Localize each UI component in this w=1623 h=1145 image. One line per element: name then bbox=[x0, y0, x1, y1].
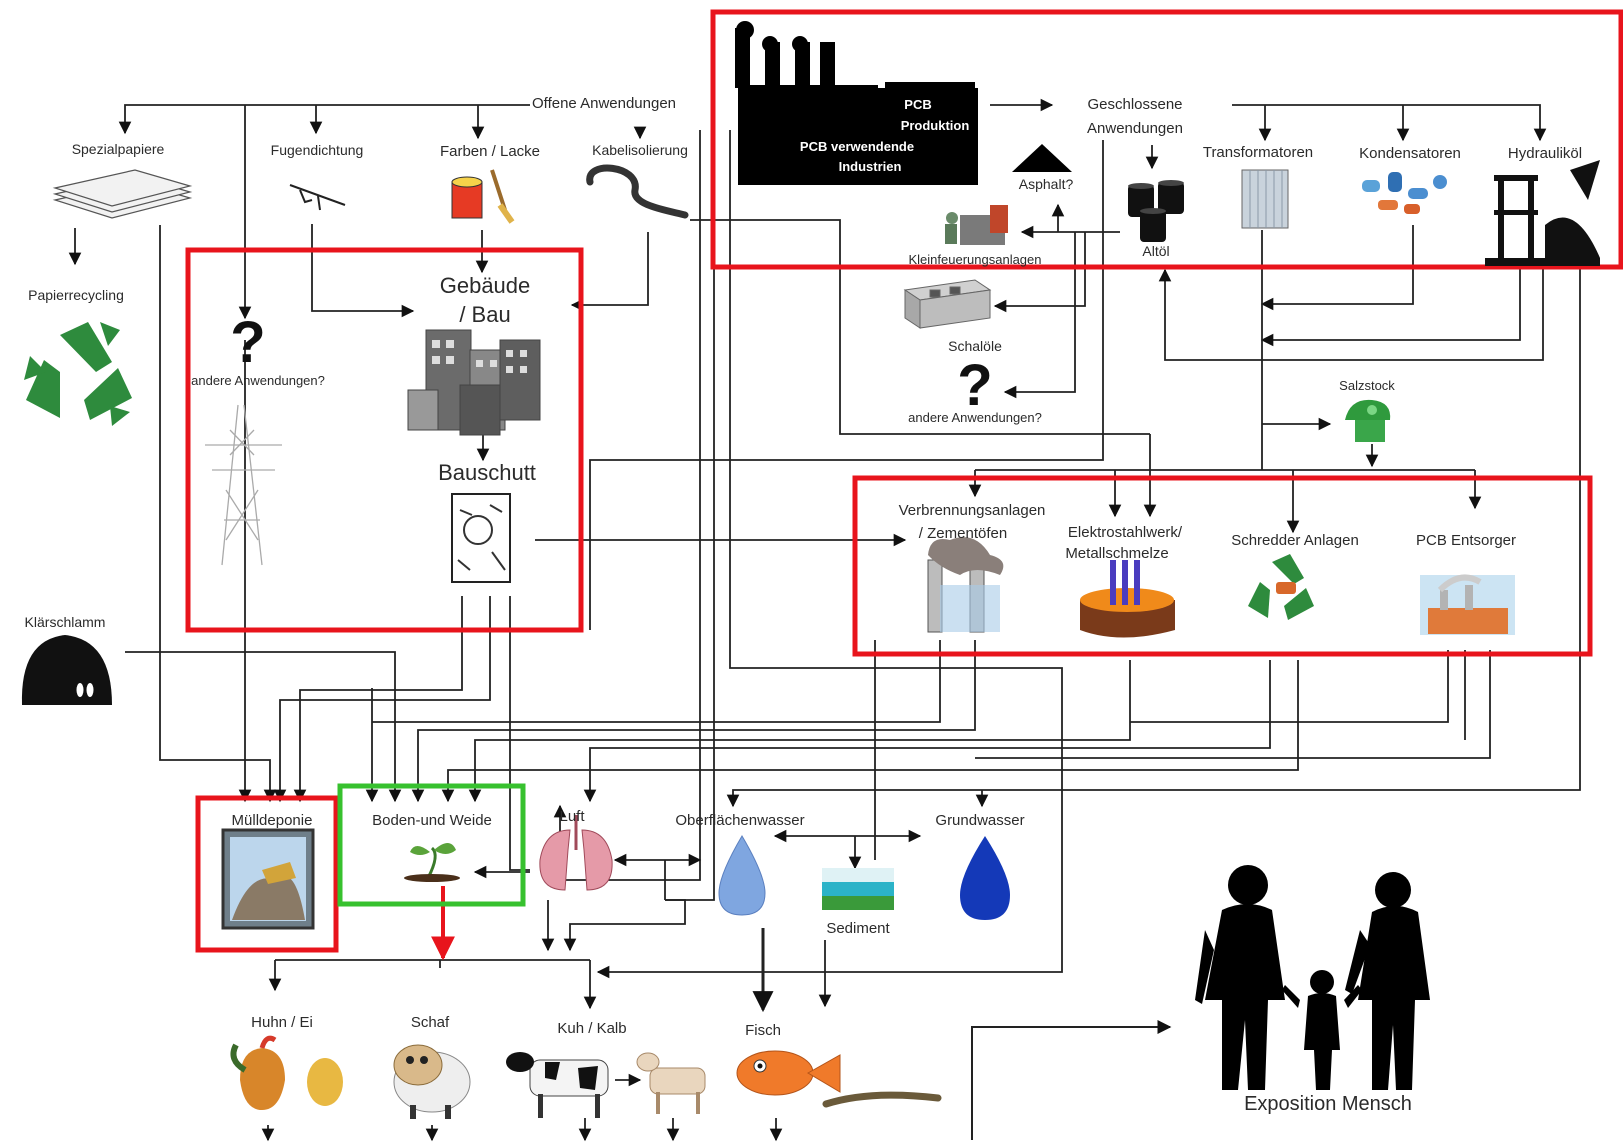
hydraulic-tower-icon bbox=[1485, 160, 1600, 266]
label-klaerschlamm: Klärschlamm bbox=[24, 614, 106, 630]
highlight-box-building bbox=[185, 247, 584, 633]
fish-eel-icon bbox=[736, 1050, 942, 1108]
label-huhn-ei: Huhn / Ei bbox=[251, 1014, 313, 1031]
label-offene-anwendungen: Offene Anwendungen bbox=[532, 95, 677, 112]
paper-stack-icon bbox=[52, 169, 193, 219]
formwork-block-icon bbox=[903, 279, 992, 329]
label-factory-pcb: PCB bbox=[904, 97, 932, 112]
label-muelldeponie: Mülldeponie bbox=[231, 812, 313, 829]
sludge-pile-icon bbox=[21, 635, 112, 705]
label-salzstock: Salzstock bbox=[1339, 378, 1395, 393]
label-schaf: Schaf bbox=[410, 1014, 450, 1031]
label-grundwasser: Grundwasser bbox=[935, 812, 1025, 829]
chicken-egg-icon bbox=[230, 1035, 343, 1110]
label-papierrecycling: Papierrecycling bbox=[28, 287, 124, 303]
highlight-box-soil bbox=[337, 783, 526, 907]
label-sediment: Sediment bbox=[826, 920, 890, 937]
label-schaloele: Schalöle bbox=[948, 338, 1002, 354]
label-altoel: Altöl bbox=[1142, 243, 1170, 259]
label-boden-und-weide: Boden-und Weide bbox=[372, 812, 492, 829]
power-pylon-icon bbox=[205, 404, 282, 566]
landfill-icon bbox=[221, 828, 315, 930]
incinerator-icon bbox=[927, 537, 1004, 633]
label-pcb-entsorger: PCB Entsorger bbox=[1415, 532, 1517, 549]
label-kleinfeuerungsanlagen: Kleinfeuerungsanlagen bbox=[908, 252, 1042, 267]
cable-icon bbox=[586, 164, 689, 219]
label-factory-verwendende: PCB verwendende bbox=[799, 139, 915, 154]
highlight-box-landfill bbox=[195, 795, 339, 953]
recycle-icon bbox=[24, 322, 132, 426]
steelworks-furnace-icon bbox=[1080, 560, 1175, 638]
label-luft: Luft bbox=[559, 808, 585, 825]
sediment-icon bbox=[822, 868, 894, 910]
label-elektrostahlwerk: Elektrostahlwerk/ bbox=[1067, 524, 1183, 541]
label-schredder-anlagen: Schredder Anlagen bbox=[1231, 532, 1359, 549]
transformer-icon bbox=[1241, 169, 1289, 229]
sealant-gun-icon bbox=[289, 184, 346, 211]
shredder-recycle-icon bbox=[1248, 554, 1314, 620]
capacitors-icon bbox=[1362, 172, 1447, 214]
groundwater-drop-icon bbox=[960, 836, 1010, 920]
surface-water-drop-icon bbox=[718, 835, 766, 916]
family-silhouette-icon bbox=[1195, 865, 1430, 1090]
label-bau: / Bau bbox=[459, 302, 511, 327]
waste-facility-icon bbox=[1420, 574, 1515, 635]
label-bauschutt: Bauschutt bbox=[438, 460, 536, 485]
label-verbrennungsanlagen: Verbrennungsanlagen bbox=[898, 502, 1046, 519]
label-spezialpapiere: Spezialpapiere bbox=[71, 141, 165, 157]
connection-lines bbox=[68, 98, 1581, 1142]
label-zementoefen: / Zementöfen bbox=[918, 525, 1008, 542]
label-geschlossene-1: Geschlossene bbox=[1087, 96, 1183, 113]
asphalt-icon bbox=[1012, 144, 1072, 172]
label-farben-lacke: Farben / Lacke bbox=[439, 143, 541, 160]
buildings-icon bbox=[407, 329, 541, 436]
label-andere-anwendungen-left: andere Anwendungen? bbox=[191, 373, 325, 388]
paint-can-icon bbox=[451, 169, 515, 224]
furnace-icon bbox=[945, 205, 1008, 245]
sprout-icon bbox=[404, 843, 460, 882]
lungs-icon bbox=[539, 815, 613, 891]
cow-calf-icon bbox=[506, 1052, 706, 1118]
label-fisch: Fisch bbox=[745, 1022, 781, 1039]
question-mark-mid-icon: ? bbox=[957, 353, 992, 418]
salt-dome-icon bbox=[1345, 399, 1391, 442]
label-oberflaechenwasser: Oberflächenwasser bbox=[675, 812, 805, 829]
label-exposition-mensch: Exposition Mensch bbox=[1244, 1093, 1412, 1115]
label-fugendichtung: Fugendichtung bbox=[270, 142, 364, 158]
label-andere-anwendungen-mid: andere Anwendungen? bbox=[908, 410, 1042, 425]
label-kuh-kalb: Kuh / Kalb bbox=[557, 1020, 627, 1037]
label-kabelisolierung: Kabelisolierung bbox=[592, 142, 688, 158]
label-asphalt: Asphalt? bbox=[1018, 176, 1074, 192]
oil-barrels-icon bbox=[1128, 180, 1184, 242]
label-hydraulikoel: Hydrauliköl bbox=[1507, 145, 1583, 162]
sheep-icon bbox=[393, 1044, 471, 1119]
rubble-icon bbox=[451, 493, 511, 583]
label-transformatoren: Transformatoren bbox=[1202, 144, 1314, 161]
label-factory-industrien: Industrien bbox=[838, 159, 902, 174]
label-gebaeude: Gebäude bbox=[439, 273, 531, 298]
highlight-box-production bbox=[710, 9, 1623, 270]
label-kondensatoren: Kondensatoren bbox=[1359, 145, 1461, 162]
question-mark-left-icon: ? bbox=[230, 310, 265, 375]
factory-icon bbox=[735, 21, 978, 185]
label-factory-produktion: Produktion bbox=[900, 118, 970, 133]
highlight-box-disposal bbox=[852, 475, 1593, 657]
label-geschlossene-2: Anwendungen bbox=[1087, 120, 1183, 137]
label-metallschmelze: Metallschmelze bbox=[1065, 545, 1169, 562]
